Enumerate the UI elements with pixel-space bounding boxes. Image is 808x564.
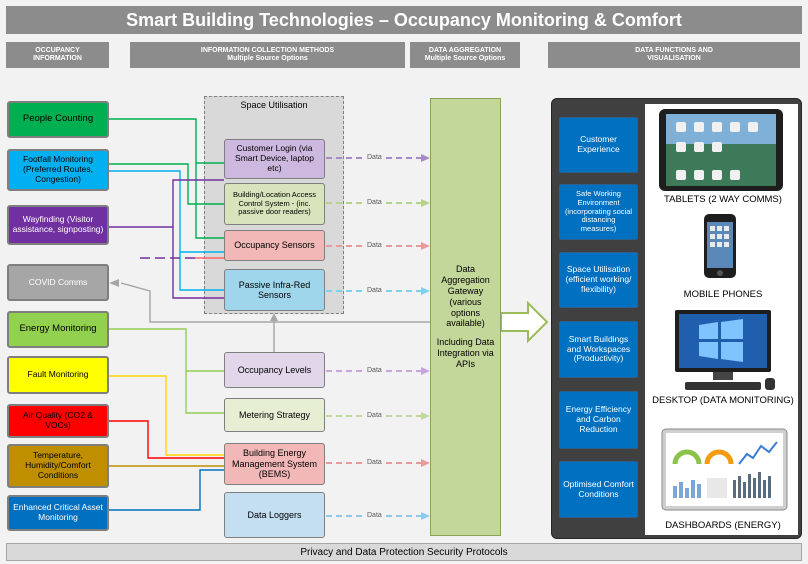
header-data-functions: DATA FUNCTIONS AND VISUALISATION: [548, 42, 800, 68]
connector-fault-bems: [109, 375, 224, 456]
header-line: INFORMATION COLLECTION METHODS: [200, 46, 335, 54]
arrow-head-login: [421, 154, 430, 162]
method-bems: Building Energy Management System (BEMS): [224, 443, 325, 485]
source-air-quality: Air Quality (CO2 & VOCs): [7, 404, 109, 438]
arrow-head-metering: [421, 412, 430, 420]
connector-energy-metering: [185, 371, 224, 414]
dashboard-icon: [661, 428, 788, 511]
function-safe-working: Safe Working Environment (incorporating …: [559, 184, 638, 240]
connector-wayfinding-login: [109, 179, 224, 228]
gateway-line: Integration via: [437, 347, 494, 358]
method-metering-strategy: Metering Strategy: [224, 398, 325, 432]
header-line: OCCUPANCY: [35, 46, 80, 54]
source-footfall-monitoring: Footfall Monitoring (Preferred Routes, C…: [7, 149, 109, 191]
gateway-line: Aggregation: [441, 275, 490, 286]
arrow-head-covid: [109, 279, 119, 287]
page-title: Smart Building Technologies – Occupancy …: [6, 6, 802, 34]
arrow-head-levels-data: [421, 367, 430, 375]
header-line: DATA FUNCTIONS AND: [635, 46, 713, 54]
data-aggregation-gateway: Data Aggregation Gateway (various option…: [430, 98, 501, 536]
function-energy-efficiency: Energy Efficiency and Carbon Reduction: [559, 391, 638, 449]
gateway-line: Including Data: [436, 337, 495, 348]
device-label-dashboards: DASHBOARDS (ENERGY): [665, 520, 781, 531]
gateway-output-arrow: [500, 300, 549, 344]
method-data-loggers: Data Loggers: [224, 492, 325, 538]
method-customer-login: Customer Login (via Smart Device, laptop…: [224, 139, 325, 179]
footer-privacy-protocols: Privacy and Data Protection Security Pro…: [6, 543, 802, 561]
header-line: Multiple Source Options: [424, 55, 506, 62]
source-covid-comms: COVID Comms: [7, 264, 109, 301]
data-label: Data: [366, 242, 383, 249]
function-customer-experience: Customer Experience: [559, 117, 638, 173]
device-label-tablets: TABLETS (2 WAY COMMS): [664, 194, 782, 205]
arrow-head-levels: [270, 313, 278, 321]
source-critical-asset: Enhanced Critical Asset Monitoring: [7, 495, 109, 531]
header-line: VISUALISATION: [647, 55, 701, 62]
mobile-phone-icon: [704, 214, 736, 278]
gateway-line: available): [446, 318, 485, 329]
data-label: Data: [366, 199, 383, 206]
header-line: Multiple Source Options: [227, 55, 308, 62]
tablet-icon: [659, 109, 783, 191]
function-smart-buildings: Smart Buildings and Workspaces (Producti…: [559, 321, 638, 378]
header-line: INFORMATION: [33, 55, 82, 62]
space-utilisation-label: Space Utilisation: [240, 100, 308, 110]
gateway-line: Data: [455, 264, 475, 275]
source-fault-monitoring: Fault Monitoring: [7, 356, 109, 394]
gateway-line: APIs: [455, 358, 475, 369]
data-label: Data: [366, 287, 383, 294]
connector-asset-bems: [109, 469, 224, 511]
connector-energy-levels: [109, 328, 224, 372]
arrow-head-pir: [421, 287, 430, 295]
connector-air-bems: [109, 420, 224, 459]
data-label: Data: [366, 412, 383, 419]
method-access-control: Building/Location Access Control System …: [224, 183, 325, 225]
data-label: Data: [366, 154, 383, 161]
data-label: Data: [366, 512, 383, 519]
arrow-head-occupancy: [421, 242, 430, 250]
header-data-aggregation: DATA AGGREGATION Multiple Source Options: [410, 42, 520, 68]
desktop-icon: [675, 310, 775, 390]
data-label: Data: [366, 459, 383, 466]
connector-people-occupancy: [195, 163, 224, 239]
function-optimised-comfort: Optimised Comfort Conditions: [559, 461, 638, 518]
connector-footfall-pir: [179, 252, 224, 291]
arrow-head-loggers: [421, 512, 430, 520]
method-pir-sensors: Passive Infra-Red Sensors: [224, 269, 325, 311]
data-label: Data: [366, 367, 383, 374]
connector-footfall-access: [109, 163, 224, 205]
method-occupancy-sensors: Occupancy Sensors: [224, 230, 325, 261]
gateway-line: options: [450, 307, 481, 318]
header-occupancy-information: OCCUPANCY INFORMATION: [6, 42, 109, 68]
arrow-head-access: [421, 199, 430, 207]
gateway-line: Gateway: [447, 286, 484, 296]
method-occupancy-levels: Occupancy Levels: [224, 352, 325, 388]
device-label-desktop: DESKTOP (DATA MONITORING): [652, 395, 794, 406]
connector-people-login: [109, 118, 224, 164]
function-space-utilisation: Space Utilisation (efficient working/ fl…: [559, 252, 638, 308]
arrow-head-bems: [421, 459, 430, 467]
device-label-mobile: MOBILE PHONES: [683, 289, 763, 300]
connector-wayfinding-pir: [172, 227, 224, 299]
header-line: DATA AGGREGATION: [428, 46, 502, 54]
source-wayfinding: Wayfinding (Visitor assistance, signpost…: [7, 205, 109, 245]
header-collection-methods: INFORMATION COLLECTION METHODS Multiple …: [130, 42, 405, 68]
gateway-line: (various: [449, 296, 482, 307]
source-energy-monitoring: Energy Monitoring: [7, 311, 109, 348]
source-temperature-humidity: Temperature, Humidity/Comfort Conditions: [7, 444, 109, 488]
connector-footfall-occupancy: [109, 170, 224, 253]
source-people-counting: People Counting: [7, 101, 109, 138]
connector-gateway-covid: [120, 282, 430, 323]
